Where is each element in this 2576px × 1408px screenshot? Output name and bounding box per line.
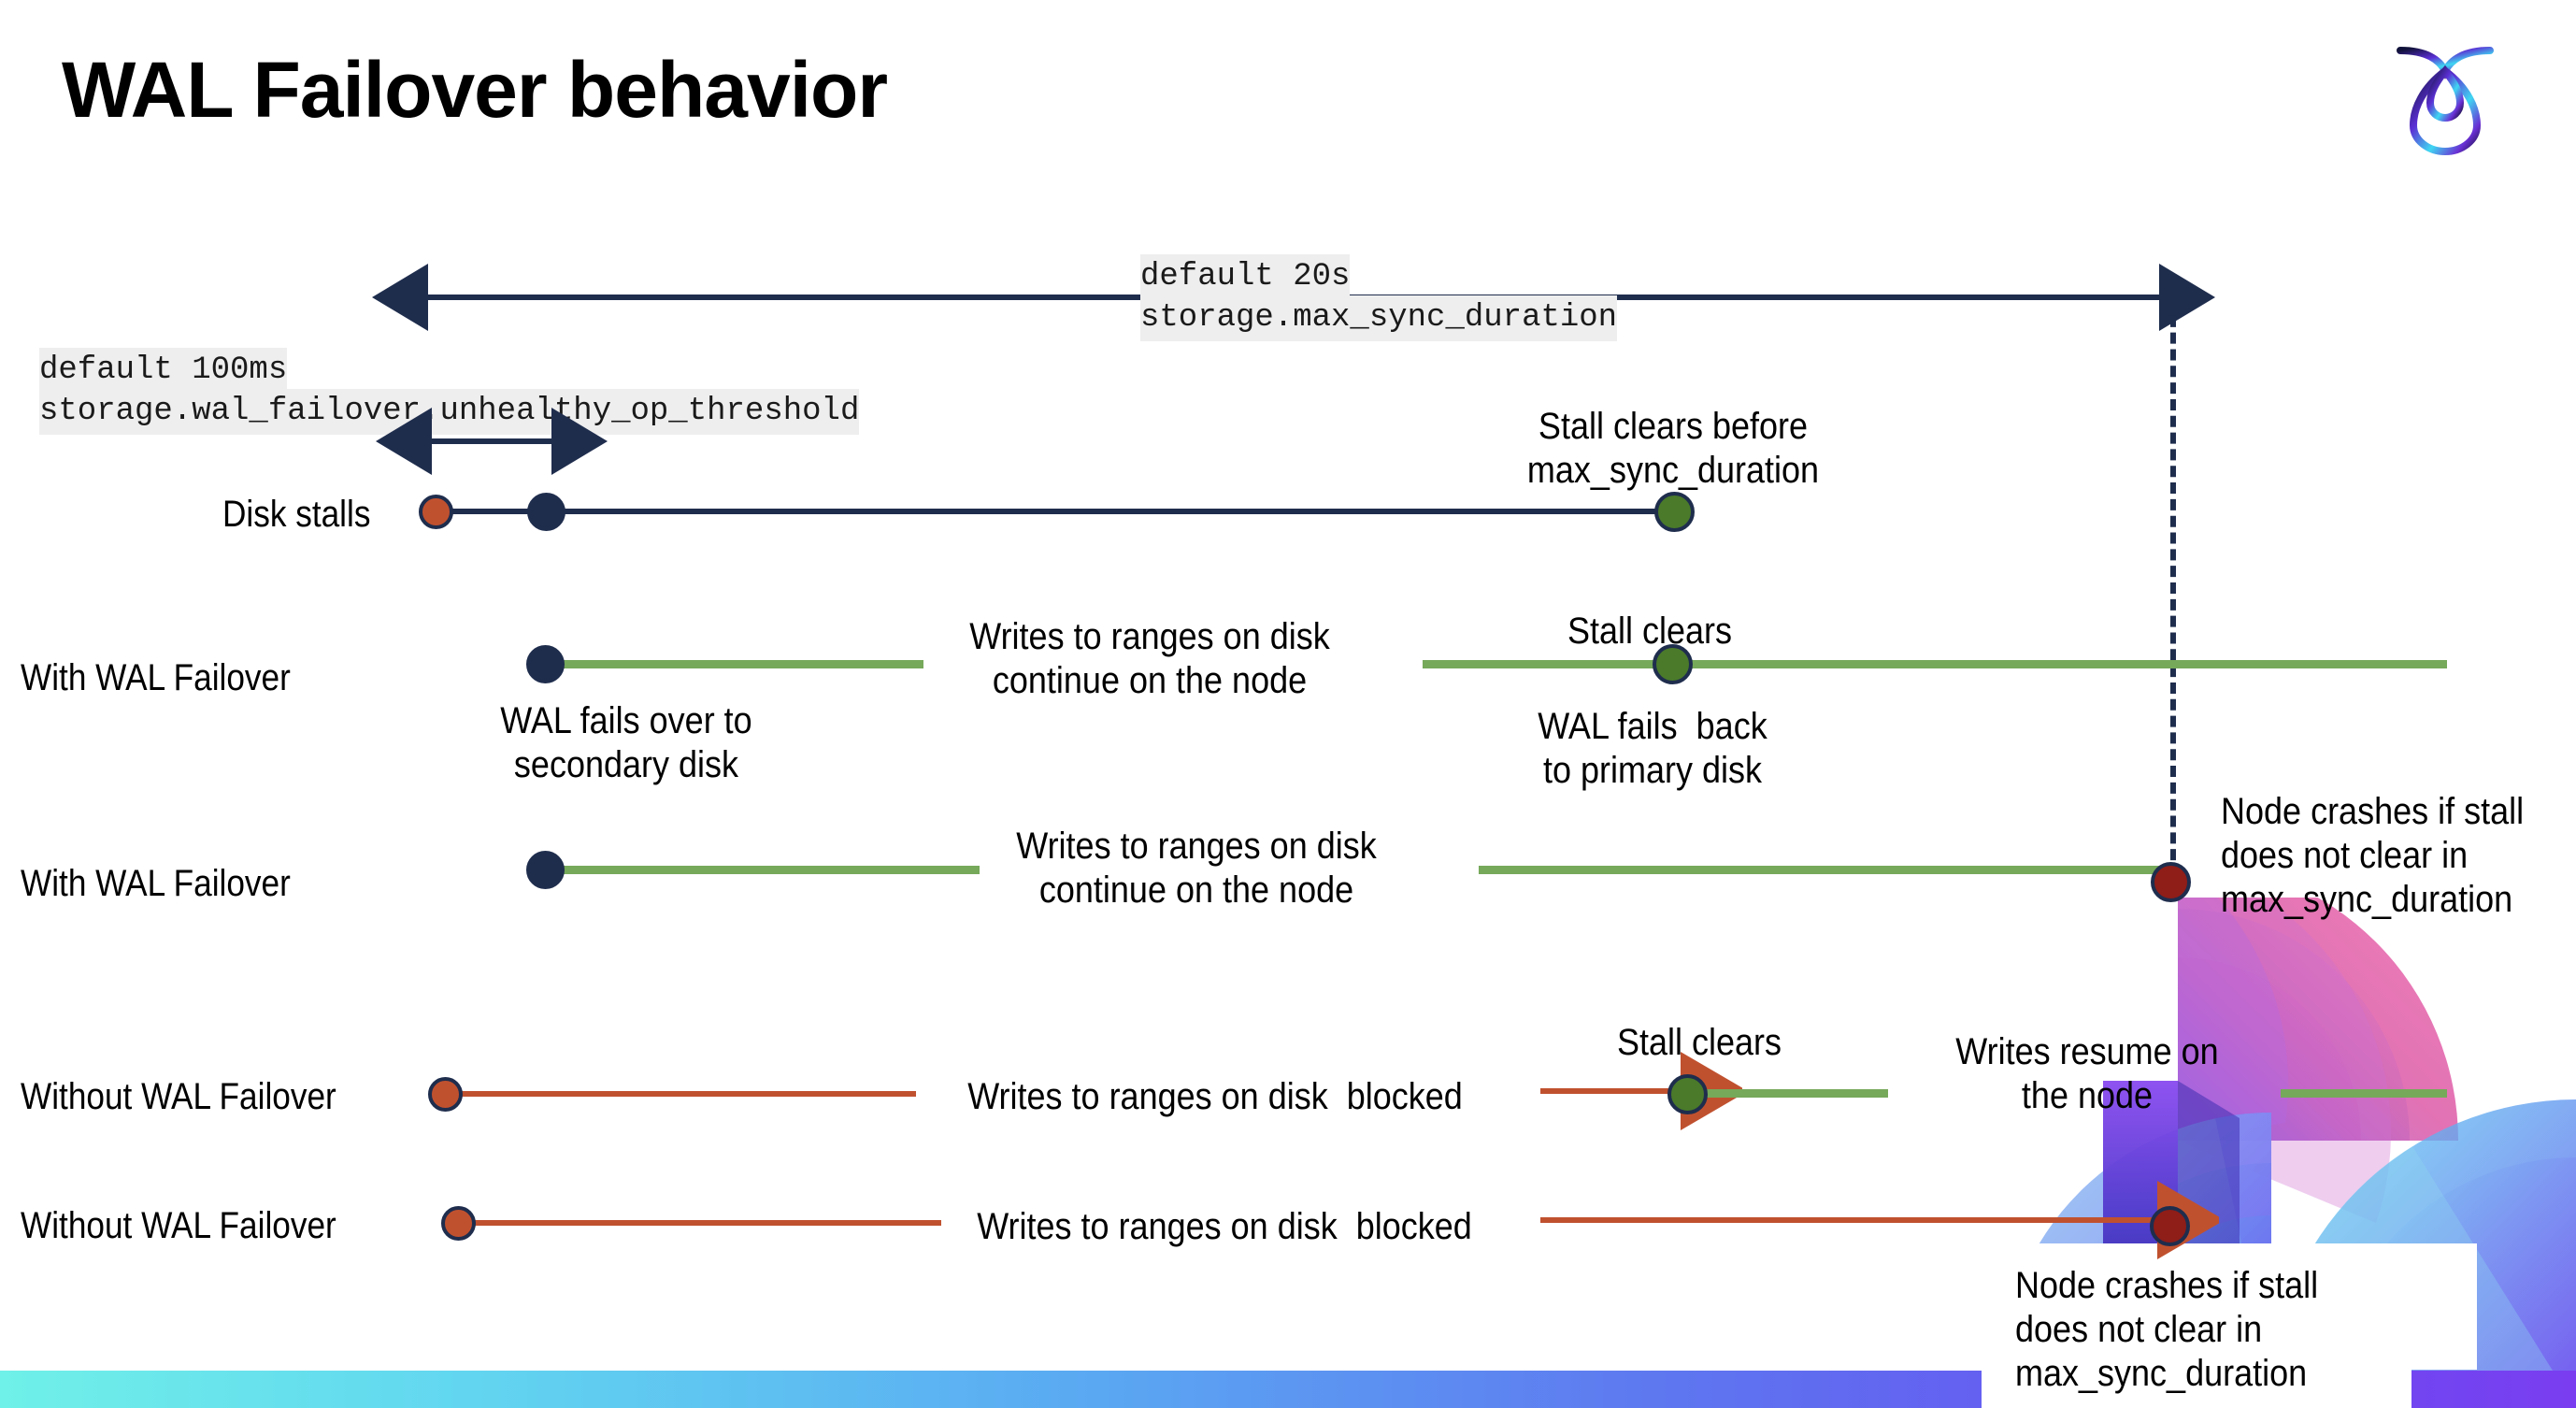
timeline-with-failover-2-b <box>1479 866 2170 874</box>
note-writes-continue-2: Writes to ranges on disk continue on the… <box>1016 826 1377 912</box>
timeline-with-failover-1-b <box>1423 660 2447 668</box>
unhealthy-op-threshold-arrow <box>376 408 608 475</box>
row-label-with-wal-failover-1: With WAL Failover <box>21 657 291 698</box>
dot-stall-start-without-failover-2 <box>441 1206 476 1241</box>
dot-stall-clears-disk-stalls <box>1654 492 1695 532</box>
note-stall-clears-before-max-sync: Stall clears before max_sync_duration <box>1526 406 1820 492</box>
timeline-with-failover-1-a <box>542 660 923 668</box>
note-stall-clears-2: Stall clears <box>1567 611 1733 652</box>
unhealthy-default-label: default 100ms <box>39 348 288 395</box>
max-sync-duration-dashed-guide <box>2170 299 2176 877</box>
blocked-arrow-without-failover-1 <box>1540 1077 1718 1109</box>
dot-node-crash-with-failover <box>2151 862 2191 902</box>
blocked-arrow-without-failover-2 <box>1540 1206 2176 1238</box>
dot-stall-start-without-failover-1 <box>428 1077 463 1112</box>
dot-stall-clears-without-failover-1 <box>1667 1074 1708 1114</box>
max-sync-default-label: default 20s <box>1140 254 1351 301</box>
note-writes-blocked-1: Writes to ranges on disk blocked <box>967 1076 1463 1117</box>
dot-unhealthy-threshold-disk-stalls <box>527 493 565 531</box>
max-sync-setting-label: storage.max_sync_duration <box>1140 295 1618 342</box>
timeline-disk-stalls <box>436 509 1679 514</box>
timeline-with-failover-2-a <box>542 866 980 874</box>
dot-node-crash-without-failover <box>2150 1206 2190 1246</box>
note-node-crashes-without-failover: Node crashes if stall does not clear in … <box>2015 1265 2319 1395</box>
row-label-without-wal-failover-2: Without WAL Failover <box>21 1205 336 1246</box>
timeline-without-failover-1-a <box>449 1091 916 1097</box>
bottom-bar-mask <box>1982 1243 2411 1408</box>
timeline-without-failover-2-a <box>463 1220 941 1226</box>
row-label-with-wal-failover-2: With WAL Failover <box>21 863 291 904</box>
dot-stall-clears-with-failover-1 <box>1653 644 1693 684</box>
note-writes-resume: Writes resume on the node <box>1955 1031 2219 1117</box>
note-node-crashes-with-failover: Node crashes if stall does not clear in … <box>2221 791 2525 921</box>
note-wal-fails-over: WAL fails over to secondary disk <box>500 700 752 786</box>
dot-failover-start-1 <box>526 645 565 683</box>
note-wal-fails-back: WAL fails back to primary disk <box>1538 706 1767 792</box>
note-writes-continue-1: Writes to ranges on disk continue on the… <box>969 616 1330 702</box>
cockroachdb-logo-icon <box>2385 28 2505 159</box>
dot-stall-start-disk-stalls <box>419 495 453 529</box>
timeline-without-failover-1-b <box>1701 1089 1888 1098</box>
row-label-without-wal-failover-1: Without WAL Failover <box>21 1076 336 1117</box>
timeline-without-failover-1-c <box>2281 1089 2447 1098</box>
note-stall-clears-3: Stall clears <box>1616 1022 1782 1063</box>
dot-failover-start-2 <box>526 851 565 889</box>
note-writes-blocked-2: Writes to ranges on disk blocked <box>977 1206 1472 1247</box>
row-label-disk-stalls: Disk stalls <box>222 494 371 535</box>
page-title: WAL Failover behavior <box>62 46 888 134</box>
